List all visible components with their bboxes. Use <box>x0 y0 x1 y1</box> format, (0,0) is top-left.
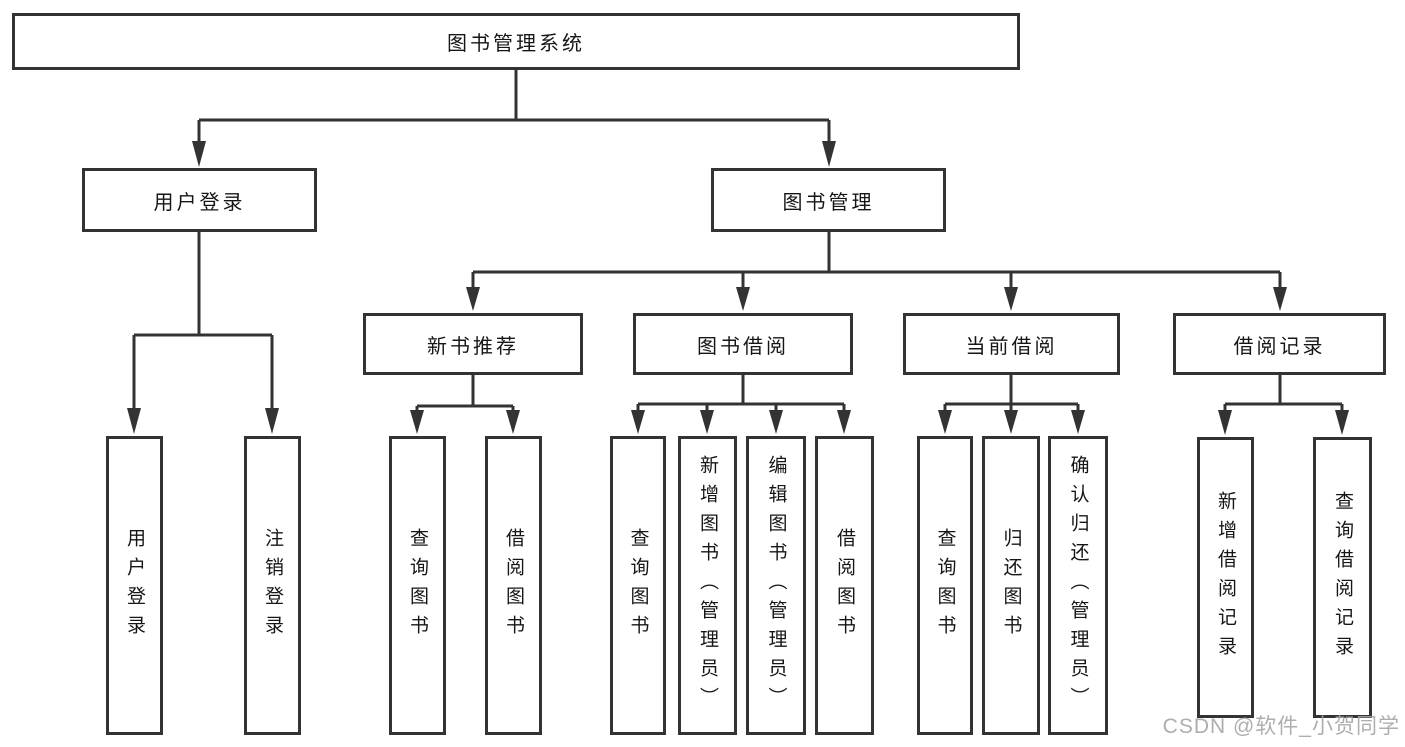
leaf-nb-borrow-books: 借阅图书 <box>485 436 542 735</box>
arrowhead <box>1071 410 1085 434</box>
node-book-borrowing: 图书借阅 <box>633 313 853 375</box>
arrowhead <box>410 410 424 434</box>
connector-user-login-children <box>127 232 279 434</box>
arrowhead <box>466 287 480 311</box>
connector-book-management-children <box>466 232 1287 311</box>
leaf-br-add-record-label: 新增借阅记录 <box>1215 490 1236 665</box>
leaf-br-add-record: 新增借阅记录 <box>1197 437 1254 718</box>
leaf-cb-return-books: 归还图书 <box>982 436 1040 735</box>
connector-current-borrowing-children <box>938 375 1085 434</box>
leaf-cb-confirm-return: 确认归还（管理员） <box>1048 436 1108 735</box>
node-new-books-label: 新书推荐 <box>427 335 519 358</box>
node-current-borrowing-label: 当前借阅 <box>965 335 1058 358</box>
connector-borrowing-records-children <box>1218 375 1349 435</box>
arrowhead <box>1218 410 1232 435</box>
connector-book-borrowing-children <box>631 375 851 434</box>
leaf-bb-borrow-books: 借阅图书 <box>815 436 874 735</box>
leaf-br-query-record: 查询借阅记录 <box>1313 437 1372 718</box>
node-root-label: 图书管理系统 <box>447 33 585 55</box>
leaf-bb-edit-books-label: 编辑图书（管理员） <box>765 455 787 716</box>
leaf-nb-query-books: 查询图书 <box>389 436 446 735</box>
node-new-books: 新书推荐 <box>363 313 583 375</box>
arrowhead <box>192 141 206 167</box>
watermark: CSDN @软件_小贺同学 <box>1162 715 1400 738</box>
node-book-borrowing-label: 图书借阅 <box>697 335 789 358</box>
node-book-management-label: 图书管理 <box>782 191 875 214</box>
leaf-nb-query-books-label: 查询图书 <box>407 527 428 644</box>
arrowhead <box>1004 410 1018 434</box>
arrowhead <box>1273 287 1287 311</box>
leaf-logout: 注销登录 <box>244 436 301 735</box>
arrowhead <box>769 410 783 434</box>
arrowhead <box>938 410 952 434</box>
leaf-bb-borrow-books-label: 借阅图书 <box>834 527 855 644</box>
node-book-management: 图书管理 <box>711 168 946 232</box>
arrowhead <box>736 287 750 311</box>
arrowhead <box>506 410 520 434</box>
node-user-login-label: 用户登录 <box>153 191 246 214</box>
leaf-user-login-label: 用户登录 <box>124 527 145 644</box>
leaf-br-query-record-label: 查询借阅记录 <box>1332 490 1353 665</box>
leaf-bb-query-books-label: 查询图书 <box>627 527 649 644</box>
arrowhead <box>127 408 141 434</box>
leaf-cb-return-books-label: 归还图书 <box>1000 527 1022 644</box>
arrowhead <box>822 141 836 167</box>
node-borrowing-records: 借阅记录 <box>1173 313 1386 375</box>
arrowhead <box>1335 410 1349 435</box>
node-borrowing-records-label: 借阅记录 <box>1233 335 1326 358</box>
leaf-cb-query-books: 查询图书 <box>917 436 973 735</box>
leaf-cb-query-books-label: 查询图书 <box>934 527 956 644</box>
arrowhead <box>837 410 851 434</box>
leaf-user-login: 用户登录 <box>106 436 163 735</box>
node-current-borrowing: 当前借阅 <box>903 313 1120 375</box>
leaf-bb-query-books: 查询图书 <box>610 436 666 735</box>
leaf-nb-borrow-books-label: 借阅图书 <box>503 527 524 644</box>
leaf-bb-add-books: 新增图书（管理员） <box>678 436 737 735</box>
arrowhead <box>1004 287 1018 311</box>
leaf-logout-label: 注销登录 <box>262 527 283 644</box>
connector-new-books-children <box>410 375 520 434</box>
node-user-login: 用户登录 <box>82 168 317 232</box>
arrowhead <box>631 410 645 434</box>
arrowhead <box>265 408 279 434</box>
connector-root-to-level2 <box>192 70 836 167</box>
arrowhead <box>700 410 714 434</box>
leaf-bb-edit-books: 编辑图书（管理员） <box>746 436 806 735</box>
leaf-bb-add-books-label: 新增图书（管理员） <box>697 455 718 716</box>
leaf-cb-confirm-return-label: 确认归还（管理员） <box>1067 455 1089 716</box>
node-root: 图书管理系统 <box>12 13 1020 70</box>
